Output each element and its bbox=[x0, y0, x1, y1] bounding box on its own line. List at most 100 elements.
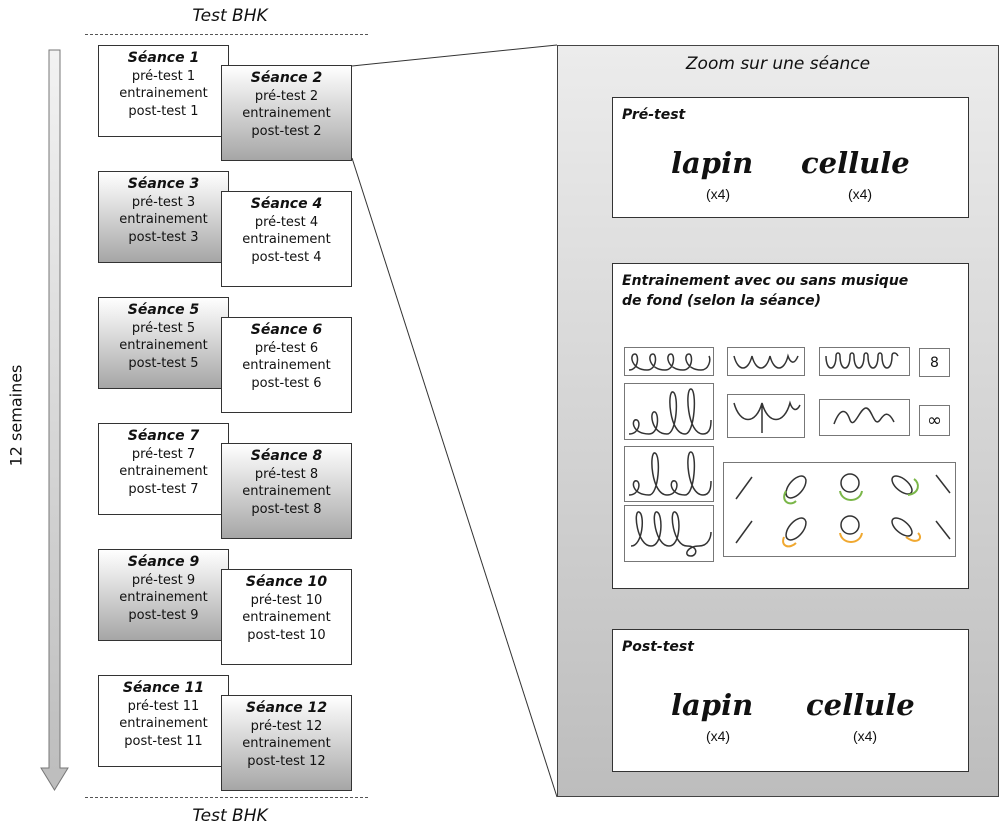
training-panel: Entrainement avec ou sans musique de fon… bbox=[612, 263, 969, 589]
tall-loops-pattern bbox=[628, 388, 712, 435]
session-title-label: Séance 2 bbox=[250, 70, 323, 86]
bottom-test-label: Test BHK bbox=[192, 806, 268, 826]
session-pre-label: pré-test 7 bbox=[131, 446, 196, 462]
session-title-label: Séance 11 bbox=[122, 680, 205, 696]
session-title-label: Séance 8 bbox=[250, 448, 323, 464]
session-train-label: entrainement bbox=[119, 212, 208, 227]
small-loops-pattern bbox=[628, 353, 711, 371]
zoom-panel: Zoom sur une séance Pré-test lapin cellu… bbox=[557, 45, 999, 797]
session-title-label: Séance 7 bbox=[127, 428, 200, 444]
session-train-label: entrainement bbox=[242, 232, 331, 247]
session-pre-label: pré-test 3 bbox=[131, 194, 196, 210]
wave-small-pattern bbox=[833, 407, 895, 425]
pretest-word-1: lapin bbox=[671, 146, 754, 180]
posttest-word-2: cellule bbox=[806, 688, 915, 722]
training-title: Entrainement avec ou sans musique de fon… bbox=[622, 271, 908, 311]
session-card-8: Séance 8 pré-test 8 entrainement post-test … bbox=[221, 443, 352, 539]
timeline-arrow bbox=[40, 49, 69, 791]
session-card-11: Séance 11 pré-test 11 entrainement post-tes… bbox=[98, 675, 229, 767]
posttest-title: Post-test bbox=[622, 639, 694, 655]
session-train-label: entrainement bbox=[119, 716, 208, 731]
session-post-label: post-test 12 bbox=[247, 753, 326, 769]
session-card-7: Séance 7 pré-test 7 entrainement post-test … bbox=[98, 423, 229, 515]
session-title-label: Séance 4 bbox=[250, 196, 323, 212]
wave-small-swatch bbox=[819, 399, 910, 436]
session-post-label: post-test 11 bbox=[124, 733, 203, 749]
wave-tall-pattern bbox=[825, 352, 899, 369]
top-divider bbox=[85, 34, 368, 35]
infinity-symbol: ∞ bbox=[919, 405, 950, 436]
session-pre-label: pré-test 4 bbox=[254, 214, 319, 230]
session-post-label: post-test 5 bbox=[128, 355, 199, 371]
session-pre-label: pré-test 5 bbox=[131, 320, 196, 336]
session-post-label: post-test 1 bbox=[128, 103, 199, 119]
posttest-count-2: (x4) bbox=[852, 728, 878, 744]
session-train-label: entrainement bbox=[242, 106, 331, 121]
session-train-label: entrainement bbox=[119, 590, 208, 605]
session-post-label: post-test 8 bbox=[251, 501, 322, 517]
session-post-label: post-test 7 bbox=[128, 481, 199, 497]
session-post-label: post-test 2 bbox=[251, 123, 322, 139]
pretest-word-2: cellule bbox=[801, 146, 910, 180]
loops-mixed-swatch bbox=[624, 446, 714, 502]
bottom-divider bbox=[85, 797, 368, 798]
session-pre-label: pré-test 2 bbox=[254, 88, 319, 104]
posttest-word-1: lapin bbox=[671, 688, 754, 722]
session-title-label: Séance 9 bbox=[127, 554, 200, 570]
session-card-3: Séance 3 pré-test 3 entrainement post-test … bbox=[98, 171, 229, 263]
cup-pattern bbox=[733, 353, 799, 369]
loops-small-swatch bbox=[624, 347, 714, 376]
session-card-12: Séance 12 pré-test 12 entrainement post-tes… bbox=[221, 695, 352, 791]
loops-tall-swatch bbox=[624, 383, 714, 440]
pretest-panel: Pré-test lapin cellule (x4) (x4) bbox=[612, 97, 969, 218]
session-title-label: Séance 3 bbox=[127, 176, 200, 192]
session-train-label: entrainement bbox=[242, 610, 331, 625]
session-train-label: entrainement bbox=[119, 338, 208, 353]
down-loops-pattern bbox=[630, 511, 712, 557]
session-train-label: entrainement bbox=[119, 464, 208, 479]
peak-swatch bbox=[727, 394, 805, 438]
training-title-line-1: Entrainement avec ou sans musique bbox=[622, 273, 909, 289]
session-post-label: post-test 3 bbox=[128, 229, 199, 245]
wave-tall-swatch bbox=[819, 347, 910, 376]
pretest-count-1: (x4) bbox=[705, 186, 731, 202]
rotation-exercises-swatch bbox=[723, 462, 956, 557]
session-title-label: Séance 1 bbox=[127, 50, 200, 66]
session-card-5: Séance 5 pré-test 5 entrainement post-test … bbox=[98, 297, 229, 389]
pretest-title: Pré-test bbox=[622, 107, 686, 123]
session-card-1: Séance 1 pré-test 1 entrainement post-test … bbox=[98, 45, 229, 137]
rotation-pattern bbox=[735, 473, 951, 548]
session-title-label: Séance 6 bbox=[250, 322, 323, 338]
posttest-count-1: (x4) bbox=[705, 728, 731, 744]
session-pre-label: pré-test 8 bbox=[254, 466, 319, 482]
posttest-panel: Post-test lapin cellule (x4) (x4) bbox=[612, 629, 969, 772]
session-card-2: Séance 2 pré-test 2 entrainement post-test … bbox=[221, 65, 352, 161]
session-post-label: post-test 4 bbox=[251, 249, 322, 265]
session-title-label: Séance 10 bbox=[245, 574, 328, 590]
session-pre-label: pré-test 6 bbox=[254, 340, 319, 356]
session-pre-label: pré-test 1 bbox=[131, 68, 196, 84]
session-card-10: Séance 10 pré-test 10 entrainement post-tes… bbox=[221, 569, 352, 665]
mixed-loops-pattern bbox=[628, 451, 712, 496]
session-post-label: post-test 10 bbox=[247, 627, 326, 643]
session-pre-label: pré-test 11 bbox=[127, 698, 200, 714]
session-train-label: entrainement bbox=[242, 484, 331, 499]
session-title-label: Séance 12 bbox=[245, 700, 328, 716]
zoom-title: Zoom sur une séance bbox=[685, 54, 871, 74]
session-train-label: entrainement bbox=[242, 358, 331, 373]
session-train-label: entrainement bbox=[119, 86, 208, 101]
top-test-label: Test BHK bbox=[192, 6, 268, 26]
eight-symbol: 8 bbox=[919, 348, 950, 377]
pretest-count-2: (x4) bbox=[847, 186, 873, 202]
training-title-line-2: de fond (selon la séance) bbox=[622, 293, 822, 309]
session-pre-label: pré-test 9 bbox=[131, 572, 196, 588]
peak-pattern bbox=[733, 400, 801, 433]
session-pre-label: pré-test 12 bbox=[250, 718, 323, 734]
session-title-label: Séance 5 bbox=[127, 302, 200, 318]
session-card-4: Séance 4 pré-test 4 entrainement post-test … bbox=[221, 191, 352, 287]
session-train-label: entrainement bbox=[242, 736, 331, 751]
session-pre-label: pré-test 10 bbox=[250, 592, 323, 608]
